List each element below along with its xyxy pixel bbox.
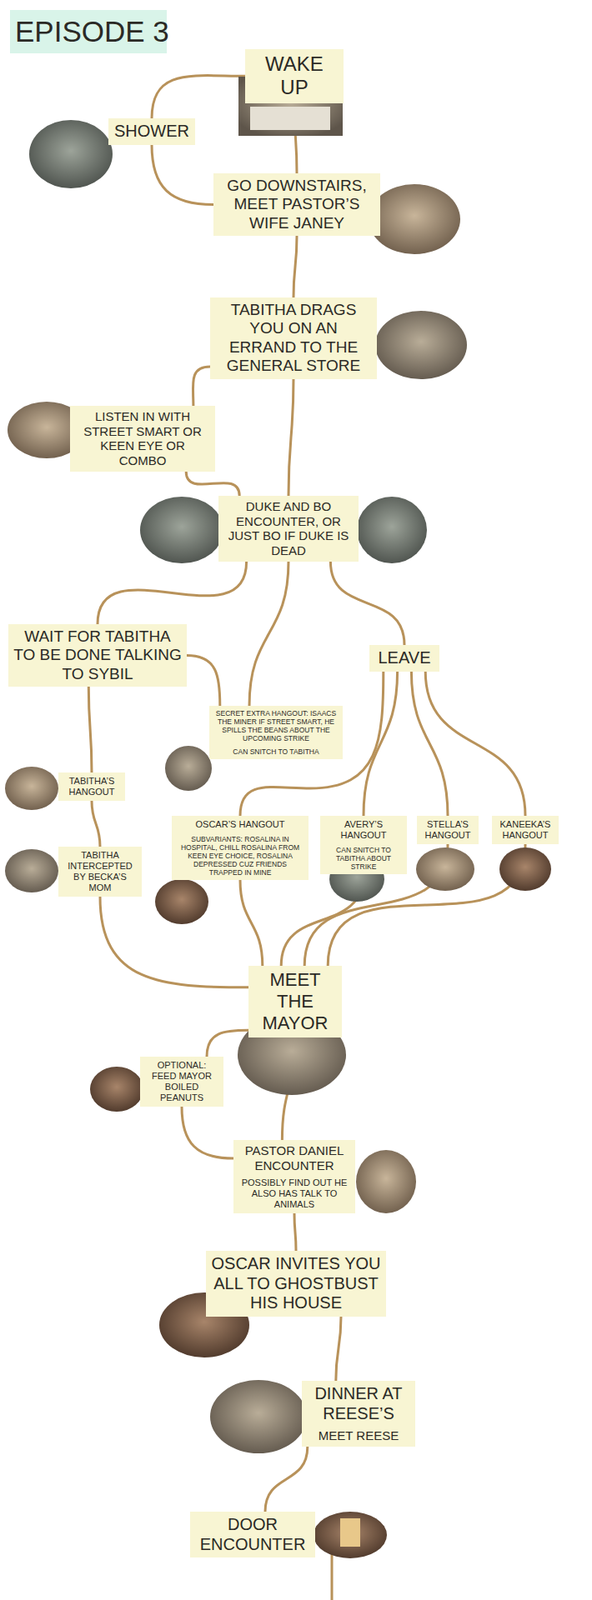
node-box: AVERY’S HANGOUT CAN SNITCH TO TABITHA ABO… — [320, 816, 407, 875]
connector — [336, 1317, 342, 1382]
connector — [186, 656, 221, 707]
janey-portrait — [368, 184, 461, 255]
connector — [363, 672, 398, 817]
node-box: OSCAR’S HANGOUT SUBVARIANTS: ROSALINA IN … — [171, 816, 309, 881]
node-box: WAIT FOR TABITHA TO BE DONE TALKING TO S… — [8, 624, 187, 688]
node-box: TABITHA DRAGS YOU ON AN ERRAND TO THE GE… — [210, 297, 377, 380]
node-box: DUKE AND BO ENCOUNTER, OR JUST BO IF DUK… — [218, 496, 359, 562]
node-note: CAN SNITCH TO TABITHA — [214, 747, 338, 757]
node-heading: AVERY’S HANGOUT — [325, 819, 402, 842]
bed-shape — [250, 106, 331, 131]
node-note: POSSIBLY FIND OUT HE ALSO HAS TALK TO AN… — [238, 1178, 351, 1211]
node-heading: GO DOWNSTAIRS, MEET PASTOR’S WIFE JANEY — [218, 176, 376, 233]
node-heading: OSCAR’S HANGOUT — [176, 819, 304, 831]
node-note: CAN SNITCH TO TABITHA ABOUT STRIKE — [325, 846, 402, 872]
connector — [88, 687, 92, 773]
node-box: LISTEN IN WITH STREET SMART OR KEEN EYE … — [70, 406, 216, 472]
node-box: GO DOWNSTAIRS, MEET PASTOR’S WIFE JANEY — [213, 173, 381, 236]
connector — [185, 471, 240, 497]
node-box: DOOR ENCOUNTER — [190, 1512, 316, 1559]
node-box: PASTOR DANIEL ENCOUNTER POSSIBLY FIND OUT… — [233, 1140, 356, 1215]
node-heading: LEAVE — [374, 648, 435, 669]
node-box: SHOWER — [108, 118, 196, 146]
connector — [411, 672, 448, 817]
node-note: SUBVARIANTS: ROSALINA IN HOSPITAL, CHILL… — [176, 835, 304, 878]
connector — [181, 1107, 234, 1159]
node-heading: STELLA’S HANGOUT — [421, 819, 474, 842]
node-heading: DUKE AND BO ENCOUNTER, OR JUST BO IF DUK… — [223, 499, 354, 559]
node-heading: PASTOR DANIEL ENCOUNTER — [238, 1143, 351, 1174]
node-note: MEET REESE — [306, 1429, 411, 1445]
node-box: TABITHA’S HANGOUT — [58, 772, 126, 802]
connector — [425, 672, 526, 817]
node-heading: MEET THE MAYOR — [253, 969, 337, 1035]
node-heading: KANEEKA’S HANGOUT — [496, 819, 554, 842]
duke-bo-portrait — [140, 496, 224, 564]
connector — [151, 145, 214, 206]
node-box: KANEEKA’S HANGOUT — [491, 816, 559, 845]
connector — [265, 1447, 308, 1513]
node-heading: TABITHA DRAGS YOU ON AN ERRAND TO THE GE… — [215, 301, 372, 377]
connector — [91, 801, 101, 848]
tabitha-sybil-portrait — [375, 311, 467, 380]
connector — [97, 561, 247, 625]
shower-picture — [29, 120, 113, 189]
connector — [151, 75, 246, 119]
node-box: STELLA’S HANGOUT — [416, 816, 479, 845]
kaneeka-portrait — [499, 847, 552, 892]
connector — [249, 561, 289, 707]
isaacs-portrait — [165, 746, 212, 792]
node-heading: TABITHA’S HANGOUT — [63, 776, 121, 798]
connector — [192, 366, 211, 407]
connector — [330, 561, 405, 646]
node-heading: OSCAR INVITES YOU ALL TO GHOSTBUST HIS H… — [210, 1254, 382, 1315]
connector — [240, 880, 263, 967]
node-heading: WAIT FOR TABITHA TO BE DONE TALKING TO S… — [13, 627, 182, 684]
node-box: WAKE UP — [245, 49, 344, 104]
connector — [293, 235, 297, 298]
node-heading: WAKE UP — [250, 52, 339, 101]
node-box: OSCAR INVITES YOU ALL TO GHOSTBUST HIS H… — [205, 1251, 387, 1318]
door-light — [340, 1519, 361, 1548]
node-heading: OPTIONAL: FEED MAYOR BOILED PEANUTS — [145, 1060, 219, 1104]
stella-portrait — [416, 847, 475, 892]
node-box: OPTIONAL: FEED MAYOR BOILED PEANUTS — [140, 1057, 224, 1108]
node-heading: DOOR ENCOUNTER — [195, 1515, 311, 1556]
episode-title: EPISODE 3 — [10, 10, 167, 54]
node-box: TABITHA INTERCEPTED BY BECKA’S MOM — [58, 847, 142, 898]
peanuts-picture — [90, 1067, 144, 1113]
connector — [288, 379, 294, 497]
node-heading: LISTEN IN WITH STREET SMART OR KEEN EYE … — [75, 409, 211, 469]
node-box: LEAVE — [369, 645, 440, 673]
node-heading: DINNER AT REESE’S — [306, 1384, 411, 1425]
node-heading: TABITHA INTERCEPTED BY BECKA’S MOM — [63, 850, 137, 894]
connector — [294, 1214, 296, 1252]
node-box: DINNER AT REESE’S MEET REESE — [301, 1381, 416, 1448]
node-box: MEET THE MAYOR — [248, 966, 342, 1039]
reese-portrait — [210, 1380, 307, 1455]
node-heading: SECRET EXTRA HANGOUT: ISAACS THE MINER I… — [214, 709, 338, 743]
becka-mom-portrait — [5, 849, 59, 894]
pastor-daniel-portrait — [356, 1150, 417, 1215]
node-box: SECRET EXTRA HANGOUT: ISAACS THE MINER I… — [209, 706, 343, 760]
door-picture — [313, 1512, 387, 1560]
tabitha-portrait — [5, 767, 59, 811]
bo-portrait — [356, 496, 427, 564]
node-heading: SHOWER — [113, 121, 191, 142]
oscar-portrait — [155, 879, 209, 925]
